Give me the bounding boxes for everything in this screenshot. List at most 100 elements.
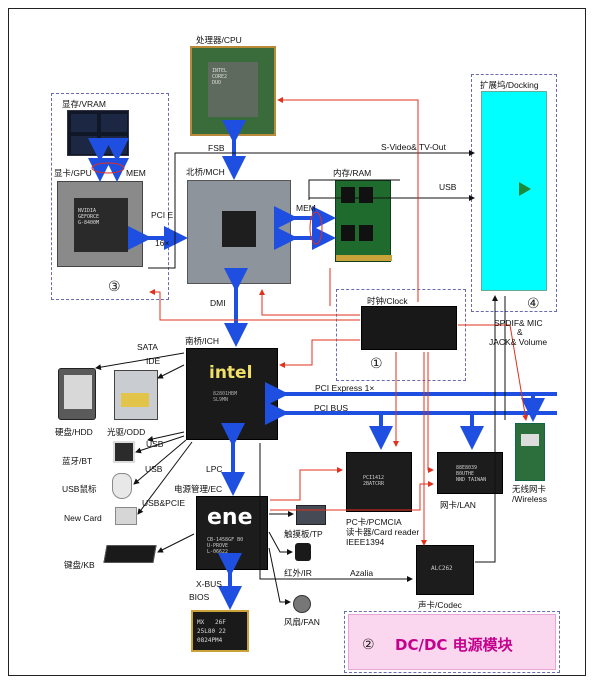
clock-to-ich	[279, 339, 360, 368]
bt-module	[113, 441, 135, 463]
lan-label: 网卡/LAN	[440, 500, 476, 510]
docking-label: 扩展坞/Docking	[480, 80, 539, 90]
clock-label: 时钟/Clock	[367, 296, 408, 306]
clock-group-box	[336, 289, 466, 381]
card-reader-label-3: IEEE1394	[346, 537, 385, 547]
bios-label: BIOS	[189, 592, 210, 602]
docking-arrow-icon	[519, 182, 531, 196]
dcdc-power-module: DC/DC 电源模块	[348, 614, 556, 670]
fan-image	[293, 595, 311, 613]
gpu-chip: NVIDIA GEFORCE G-8400M	[57, 181, 143, 267]
ide-line	[157, 364, 185, 379]
hdd-image	[58, 368, 96, 420]
sata-label: SATA	[137, 342, 158, 352]
cpu-label: 处理器/CPU	[196, 35, 242, 45]
mem-ellipse-icon	[309, 211, 323, 245]
pci-bus-label: PCI BUS	[314, 403, 349, 413]
docking-panel	[481, 91, 547, 291]
dcdc-group-box	[344, 611, 560, 673]
gpu-mem-ellipse-icon	[91, 162, 125, 174]
clock-to-cpu	[277, 97, 419, 302]
ir-label: 红外/IR	[284, 568, 312, 578]
ec-to-pcmcia	[270, 467, 343, 501]
circled-number-2: ②	[362, 637, 375, 653]
diagram-frame	[8, 8, 586, 676]
wireless-label-1: 无线网卡	[512, 484, 547, 494]
northbridge-label: 北桥/MCH	[186, 167, 225, 177]
ram-label: 内存/RAM	[333, 168, 372, 178]
usb-odd-line	[147, 431, 185, 442]
pcie-16x-label: 16×	[155, 238, 170, 248]
lpc-label: LPC	[206, 464, 223, 474]
kb-line	[157, 533, 195, 553]
codec-marking: ALC262	[431, 565, 453, 572]
spdif-label: SPDIF& MIC	[494, 318, 543, 328]
usb-mouse-line	[133, 439, 187, 485]
usb2-label: USB	[145, 464, 163, 474]
clock-to-mch	[259, 289, 360, 316]
gpu-mem-label: MEM	[126, 168, 146, 178]
fan-line	[268, 547, 291, 605]
circled-number-4: ④	[527, 296, 540, 312]
sata-line	[95, 352, 185, 371]
xbus-label: X-BUS	[196, 579, 222, 589]
newcard-image	[115, 507, 137, 525]
northbridge-chip	[187, 180, 291, 284]
intel-logo: intel	[209, 363, 253, 383]
circled-number-3: ③	[108, 279, 121, 295]
jack-label: JACK& Volume	[489, 337, 548, 347]
dcdc-label: DC/DC 电源模块	[395, 636, 513, 654]
odd-image	[114, 370, 158, 420]
usb-bt-line	[135, 435, 185, 454]
gpu-marking: NVIDIA GEFORCE G-8400M	[78, 208, 100, 226]
codec-label: 声卡/Codec	[418, 600, 462, 610]
ec-label: 电源管理/EC	[174, 484, 223, 494]
lan-marking: 88E8039 B0UTHE NND TAIWAN	[456, 465, 487, 483]
ec-to-lan	[270, 481, 434, 511]
pci-express-label: PCI Express 1×	[315, 383, 375, 393]
mem-link-label: MEM	[296, 203, 316, 213]
vram-label: 显存/VRAM	[62, 99, 106, 109]
bios-chip: MX 26F 25L80 22 0824PM4	[191, 610, 249, 652]
clock-chip	[361, 306, 457, 350]
spdif-amp-label: &	[517, 327, 523, 337]
svideo-line	[148, 150, 475, 269]
hdd-label: 硬盘/HDD	[55, 427, 93, 437]
docking-group-box	[471, 74, 557, 312]
kb-label: 键盘/KB	[64, 560, 95, 570]
bt-label: 蓝牙/BT	[62, 456, 93, 466]
pcie-label: PCI E	[151, 210, 174, 220]
southbridge-label: 南桥/ICH	[185, 336, 220, 346]
azalia-label: Azalia	[350, 568, 374, 578]
usb-mouse-image	[112, 473, 132, 499]
ram-dock-line	[308, 179, 400, 200]
cpu-marking: INTEL CORE2 DUO	[212, 68, 228, 86]
clock-to-wireless	[458, 324, 529, 421]
pcmcia-marking: PCI1412 2BATCRR	[363, 475, 385, 487]
fan-label: 风扇/FAN	[284, 617, 320, 627]
usb-pcie-label: USB&PCIE	[142, 498, 185, 508]
bios-marking: MX 26F 25L80 22 0824PM4	[197, 619, 226, 644]
usb-pcie-line	[137, 441, 193, 515]
usb-dock-label: USB	[439, 182, 457, 192]
odd-label: 光驱/ODD	[107, 427, 146, 437]
tp-label: 触摸板/TP	[284, 529, 323, 539]
ir-line	[268, 531, 293, 555]
ich-marking: 82801HBM SL9MN	[213, 391, 238, 403]
svideo-label: S-Video& TV-Out	[381, 142, 446, 152]
codec-dock-line	[475, 295, 498, 563]
pcmcia-chip: PCI1412 2BATCRR	[346, 452, 412, 512]
wireless-label-2: /Wireless	[512, 494, 547, 504]
usb-mouse-label: USB鼠标	[62, 484, 97, 494]
clock-to-lan	[427, 352, 434, 473]
card-reader-label-2: 读卡器/Card reader	[346, 527, 420, 537]
fsb-label: FSB	[208, 143, 225, 153]
azalia-line	[259, 443, 413, 582]
gpu-group-box	[51, 93, 169, 300]
codec-chip: ALC262	[416, 545, 474, 595]
card-reader-label-1: PC卡/PCMCIA	[346, 517, 402, 527]
ene-marking: CB-1458GF B0 U-PROVE L-06622	[207, 537, 244, 555]
lan-chip: 88E8039 B0UTHE NND TAIWAN	[437, 452, 503, 494]
